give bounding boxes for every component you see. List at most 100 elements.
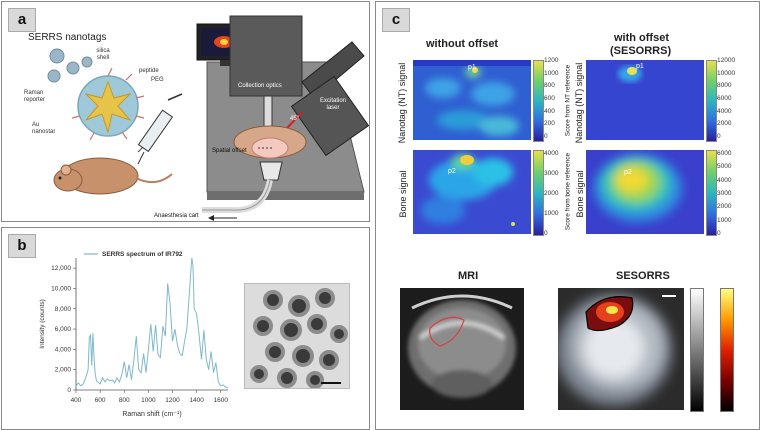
colorbar-tick-label: 200: [544, 120, 555, 128]
y-tick-label: 0: [67, 387, 71, 394]
p1-label-right: p1: [636, 63, 644, 70]
sesorrs-colorbar-gray: [690, 288, 704, 412]
colorbar-tick-label: 2000: [717, 120, 732, 128]
x-tick-label: 800: [119, 397, 130, 404]
panel-b: b 400 600 800 1000 1200 1400 1600 0 2,000 4,000 6,…: [1, 227, 370, 430]
y-tick-label: 10,000: [51, 285, 71, 292]
colorbar-ticks-nt-with: 12000 10000 8000 6000 4000 2000 0: [717, 57, 745, 143]
nanotag-title: SERRS nanotags: [28, 32, 107, 43]
au-nanostar-label: Au nanostar: [32, 122, 56, 135]
colorbar-tick-label: 2000: [544, 190, 559, 197]
row1-label-right: Nanotag (NT) signal: [574, 62, 584, 144]
excitation-laser-label: Excitation laser: [319, 98, 346, 111]
y-tick-label: 4,000: [55, 346, 72, 353]
colorbar-tick-label: 1200: [544, 57, 559, 64]
colorbar-tick-label: 8000: [717, 82, 732, 90]
sesorrs-colorbar-hot: [720, 288, 734, 412]
x-tick-label: 600: [95, 397, 106, 404]
syringe-icon: [137, 93, 183, 165]
cb-label-nt-left: Score from NT reference: [564, 64, 572, 137]
au-nanostar-icon: [71, 67, 153, 153]
colorbar-bone-without: [533, 150, 544, 236]
row1-label-left: Nanotag (NT) signal: [397, 62, 407, 144]
silica-shell-label: silica shell: [96, 48, 110, 61]
colorbar-tick-label: 1000: [544, 69, 559, 77]
spatial-offset-label: Spatial offset: [212, 148, 247, 154]
colorbar-tick-label: 10000: [717, 69, 736, 77]
mri-image: [400, 288, 524, 410]
colorbar-tick-label: 2000: [717, 203, 732, 211]
colorbar-tick-label: 0: [717, 230, 721, 237]
y-tick-label: 12,000: [51, 265, 71, 272]
colorbar-ticks-nt-without: 1200 1000 800 600 400 200 0: [544, 57, 568, 143]
y-axis-label: Intensity (counts): [39, 299, 46, 349]
colorbar-tick-label: 1000: [717, 216, 732, 224]
colorbar-tick-label: 12000: [717, 57, 736, 64]
colorbar-tick-label: 4000: [544, 150, 559, 157]
colorbar-ticks-bone-with: 6000 5000 4000 3000 2000 1000 0: [717, 150, 745, 240]
legend-label: SERRS spectrum of IR792: [102, 251, 183, 258]
colorbar-tick-label: 0: [544, 230, 548, 237]
row2-label-left: Bone signal: [398, 170, 408, 218]
colorbar-bone-with: [706, 150, 717, 236]
mri-title: MRI: [458, 270, 479, 282]
panel-a-illustration: [47, 15, 370, 221]
tem-particles: [245, 284, 349, 388]
y-tick-label: 8,000: [55, 306, 72, 313]
colorbar-tick-label: 400: [544, 107, 555, 115]
panel-b-label: b: [8, 234, 36, 258]
collection-optics-box: [229, 15, 303, 97]
peg-label: PEG: [151, 77, 164, 83]
y-tick-label: 6,000: [55, 326, 72, 333]
heatmap-bone-without-offset: [413, 150, 531, 234]
raman-reporter-label: Raman reporter: [24, 90, 46, 103]
x-axis-label: Raman shift (cm⁻¹): [122, 411, 181, 418]
x-tick-label: 1200: [165, 397, 180, 404]
excitation-laser-box: [301, 41, 365, 99]
heatmap-bone-with-offset: [586, 150, 704, 234]
y-tick-label: 2,000: [55, 367, 72, 374]
anaesthesia-cart-label: Anaesthesia cart: [154, 213, 199, 219]
colorbar-tick-label: 0: [544, 133, 548, 140]
colorbar-tick-label: 800: [544, 82, 555, 90]
colorbar-ticks-bone-without: 4000 3000 2000 1000 0: [544, 150, 568, 240]
colorbar-tick-label: 600: [544, 95, 555, 102]
panel-c-label: c: [382, 8, 410, 32]
angle-label: 45°: [290, 116, 300, 122]
panel-c: c without offset with offset (SESORRS) N…: [375, 1, 760, 430]
heatmap-nt-without-offset: [413, 60, 531, 140]
collection-optics-label: Collection optics: [238, 83, 282, 89]
panel-a-label: a: [8, 8, 36, 32]
x-tick-label: 1000: [141, 397, 156, 404]
row2-label-right: Bone signal: [575, 170, 585, 218]
sesorrs-image: [558, 288, 684, 410]
spectrum-line: [75, 257, 229, 389]
colorbar-tick-label: 4000: [717, 176, 732, 184]
colorbar-tick-label: 1000: [544, 210, 559, 217]
x-tick-label: 1600: [214, 397, 229, 404]
heatmap-nt-with-offset: [586, 60, 704, 140]
p2-label-left: p2: [448, 168, 456, 175]
spectrum-chart: 400 600 800 1000 1200 1400 1600 0 2,000 4,000 6,00…: [39, 251, 229, 418]
colorbar-tick-label: 0: [717, 133, 721, 140]
mouse-icon: [53, 157, 173, 195]
col1-title: without offset: [426, 38, 499, 50]
colorbar-tick-label: 3000: [544, 170, 559, 177]
colorbar-tick-label: 3000: [717, 190, 732, 197]
col2-title-line2: (SESORRS): [610, 45, 672, 57]
colorbar-tick-label: 6000: [717, 95, 732, 102]
peptide-label: peptide: [139, 68, 159, 74]
colorbar-tick-label: 6000: [717, 150, 732, 157]
colorbar-tick-label: 4000: [717, 107, 732, 115]
x-tick-label: 1400: [189, 397, 204, 404]
col2-title-line1: with offset: [614, 32, 669, 44]
small-nanotag-icon: [47, 48, 93, 83]
tem-image: [244, 283, 350, 389]
colorbar-nt-without: [533, 60, 544, 142]
cb-label-bone-left: Score from bone reference: [564, 152, 572, 231]
colorbar-tick-label: 5000: [717, 163, 732, 171]
p1-label-left: p1: [468, 64, 476, 71]
colorbar-nt-with: [706, 60, 717, 142]
x-tick-label: 400: [71, 397, 82, 404]
sesorrs-title: SESORRS: [616, 270, 670, 282]
